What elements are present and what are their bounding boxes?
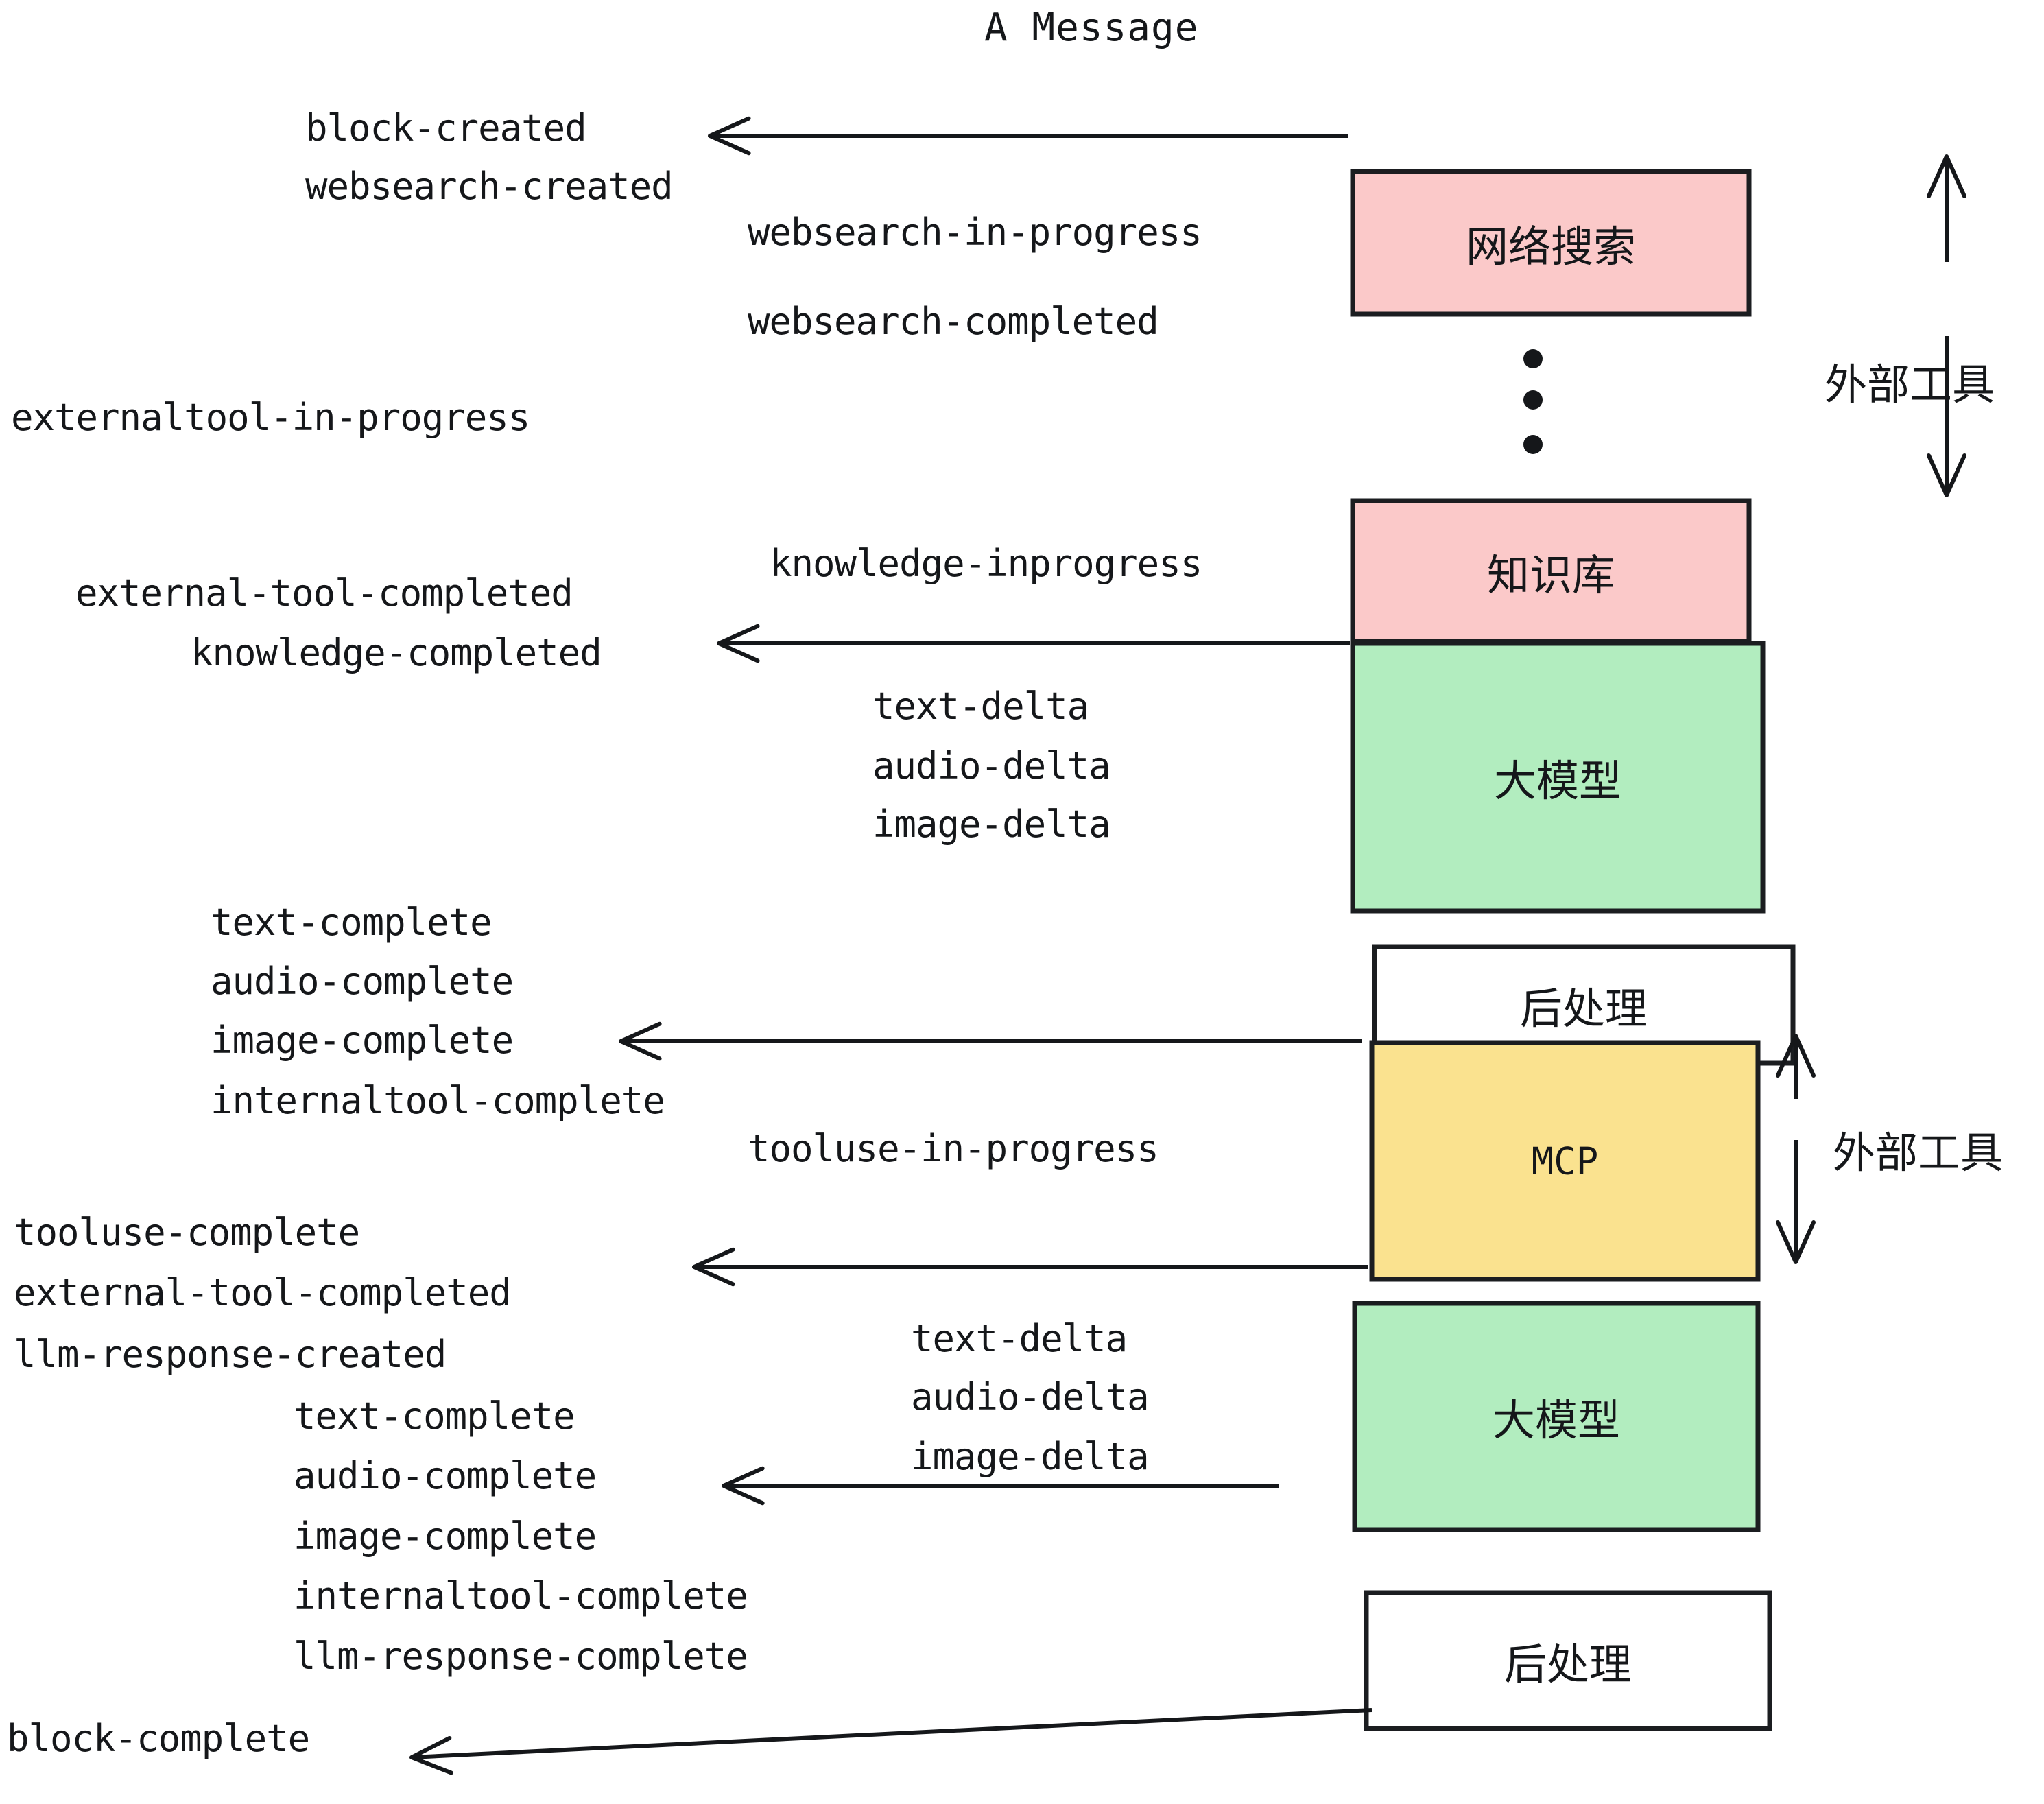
event-label-image-complete: image-complete bbox=[294, 1515, 597, 1558]
event-label-external-tool-completed: external-tool-completed bbox=[14, 1271, 512, 1314]
node-label-llm-2: 大模型 bbox=[1492, 1395, 1621, 1445]
arrow-audio-complete bbox=[722, 1466, 1279, 1506]
event-label-internaltool-complete: internaltool-complete bbox=[211, 1079, 665, 1122]
event-label-tooluse-in-progress: tooluse-in-progress bbox=[748, 1127, 1159, 1170]
event-label-image-delta: image-delta bbox=[872, 803, 1111, 846]
event-label-externaltool-in-progress: externaltool-in-progress bbox=[11, 396, 530, 439]
event-label-internaltool-complete: internaltool-complete bbox=[294, 1574, 748, 1617]
event-label-audio-complete: audio-complete bbox=[294, 1454, 597, 1497]
event-label-block-created: block-created bbox=[305, 106, 587, 150]
node-label-postprocess-2: 后处理 bbox=[1504, 1639, 1632, 1689]
scope-label-external-tool-top: 外部工具 bbox=[1825, 359, 1995, 410]
external-tool-up-bottom bbox=[1776, 1034, 1816, 1099]
page-title: A Message bbox=[984, 5, 1199, 50]
event-label-text-complete: text-complete bbox=[294, 1394, 575, 1438]
node-label-knowledge: 知识库 bbox=[1486, 549, 1615, 600]
arrow-block-created bbox=[708, 116, 1348, 156]
node-label-websearch: 网络搜索 bbox=[1465, 222, 1637, 272]
event-label-llm-response-created: llm-response-created bbox=[14, 1333, 447, 1376]
flow-arrows bbox=[409, 116, 1372, 1775]
arrow-image-complete bbox=[619, 1021, 1362, 1061]
external-tool-down-bottom bbox=[1776, 1140, 1816, 1264]
node-knowledge[interactable] bbox=[1350, 498, 1752, 644]
external-tool-up-top bbox=[1927, 154, 1966, 262]
event-label-tooluse-complete: tooluse-complete bbox=[14, 1211, 360, 1254]
event-label-audio-complete: audio-complete bbox=[211, 960, 514, 1003]
event-label-text-complete: text-complete bbox=[211, 901, 492, 944]
node-label-llm-1: 大模型 bbox=[1493, 756, 1622, 806]
ellipsis-dot-1 bbox=[1523, 349, 1543, 368]
event-label-websearch-created: websearch-created bbox=[305, 165, 674, 208]
event-label-audio-delta: audio-delta bbox=[872, 744, 1111, 787]
node-rectangles bbox=[1350, 169, 1796, 1731]
ellipsis-dot-3 bbox=[1523, 435, 1543, 454]
event-label-knowledge-inprogress: knowledge-inprogress bbox=[770, 542, 1202, 585]
event-label-websearch-in-progress: websearch-in-progress bbox=[748, 211, 1202, 254]
event-label-audio-delta: audio-delta bbox=[911, 1375, 1150, 1419]
ellipsis-dots bbox=[1523, 349, 1543, 454]
event-label-llm-response-complete: llm-response-complete bbox=[294, 1635, 748, 1678]
node-websearch[interactable] bbox=[1350, 169, 1752, 317]
event-label-block-complete: block-complete bbox=[7, 1717, 310, 1760]
node-llm-1[interactable] bbox=[1350, 641, 1766, 914]
event-label-knowledge-completed: knowledge-completed bbox=[191, 631, 602, 674]
ellipsis-dot-2 bbox=[1523, 390, 1543, 410]
arrow-tooluse-complete bbox=[692, 1247, 1368, 1287]
event-label-text-delta: text-delta bbox=[872, 685, 1089, 728]
node-llm-2[interactable] bbox=[1352, 1301, 1761, 1532]
node-label-postprocess-1: 后处理 bbox=[1519, 984, 1648, 1034]
event-label-text-delta: text-delta bbox=[911, 1317, 1128, 1360]
arrow-block-complete bbox=[409, 1708, 1372, 1775]
node-label-mcp: MCP bbox=[1531, 1139, 1599, 1183]
scope-label-external-tool-bottom: 外部工具 bbox=[1833, 1128, 2004, 1178]
scope-arrows bbox=[1776, 154, 1966, 1264]
event-label-image-complete: image-complete bbox=[211, 1019, 514, 1062]
node-mcp[interactable] bbox=[1369, 1040, 1761, 1282]
external-tool-down-top bbox=[1927, 336, 1966, 497]
arrow-knowledge-done bbox=[717, 624, 1350, 663]
node-postprocess-2[interactable] bbox=[1364, 1590, 1772, 1731]
event-label-image-delta: image-delta bbox=[911, 1435, 1150, 1478]
event-label-external-tool-completed: external-tool-completed bbox=[75, 571, 573, 615]
event-label-websearch-completed: websearch-completed bbox=[748, 300, 1159, 343]
